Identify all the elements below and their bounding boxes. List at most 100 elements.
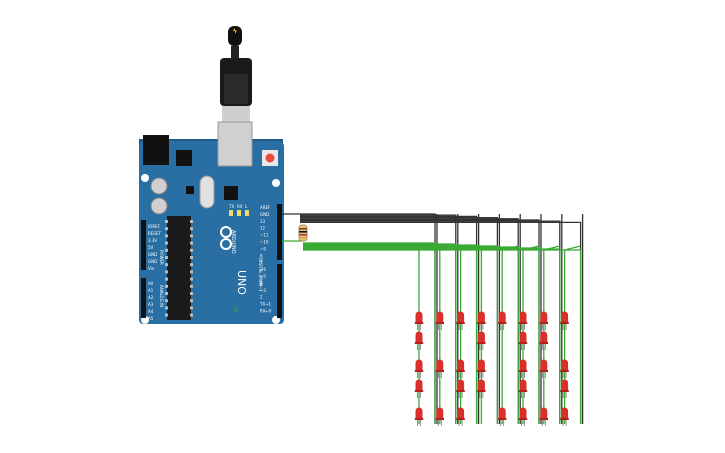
chip-pin xyxy=(190,306,193,310)
resistor[interactable] xyxy=(298,224,308,242)
chip-pin xyxy=(165,220,168,223)
led[interactable] xyxy=(456,359,465,379)
chip-pin xyxy=(190,263,193,267)
chip-pin xyxy=(165,299,168,303)
chip-pin xyxy=(190,270,193,274)
power-header-label: POWER xyxy=(159,250,164,265)
mount-hole xyxy=(141,174,149,182)
digital-pin-label: ~3 xyxy=(260,288,266,293)
digital-pin-label: 7 xyxy=(260,260,263,265)
digital-pin-label: TX→1 xyxy=(259,302,272,307)
led[interactable] xyxy=(498,407,507,427)
led[interactable] xyxy=(539,359,548,379)
signal-wire[interactable] xyxy=(303,247,540,424)
signal-wire[interactable] xyxy=(303,244,478,424)
signal-wire[interactable] xyxy=(563,245,581,424)
chip-pin xyxy=(165,241,168,245)
chip-pin xyxy=(165,284,168,288)
power-pin-label: Vin xyxy=(148,266,155,271)
signal-wire[interactable] xyxy=(303,249,582,424)
analog-pin-label: A3 xyxy=(148,302,154,307)
led[interactable] xyxy=(498,311,507,330)
led[interactable] xyxy=(414,379,424,399)
led[interactable] xyxy=(435,359,444,379)
signal-wire[interactable] xyxy=(303,245,499,424)
status-led-label: RX xyxy=(237,204,243,209)
chip-pin xyxy=(165,234,168,238)
led[interactable] xyxy=(560,359,569,379)
led[interactable] xyxy=(414,331,424,351)
power-pin-label: 5V xyxy=(148,245,154,250)
chip-pin xyxy=(190,234,193,238)
led[interactable] xyxy=(518,331,528,351)
analog-pin-label: A5 xyxy=(148,316,154,321)
analog-header-label: ANALOG IN xyxy=(159,285,164,307)
digital-header-low xyxy=(277,264,282,318)
chip-pin xyxy=(165,227,168,231)
power-header xyxy=(141,220,146,270)
digital-pin-label: ~10 xyxy=(260,240,269,245)
chip-pin xyxy=(190,220,193,223)
digital-pin-label: 13 xyxy=(260,219,266,224)
led[interactable] xyxy=(539,311,548,330)
chip-pin xyxy=(190,284,193,288)
led[interactable] xyxy=(518,379,528,399)
digital-pin-label: ~5 xyxy=(260,274,266,279)
led[interactable] xyxy=(539,331,548,351)
chip-pin xyxy=(165,277,168,281)
led[interactable] xyxy=(539,407,548,427)
led[interactable] xyxy=(435,407,444,427)
led[interactable] xyxy=(477,359,486,379)
signal-wire[interactable] xyxy=(439,245,456,424)
status-led-label: TX xyxy=(228,204,234,209)
led[interactable] xyxy=(435,311,444,330)
signal-wire[interactable] xyxy=(303,242,436,424)
chip-pin xyxy=(190,313,193,317)
led[interactable] xyxy=(456,407,465,427)
power-pin-label: GND xyxy=(148,259,157,264)
chip-pin xyxy=(165,256,168,259)
chip-pin xyxy=(165,292,168,295)
led[interactable] xyxy=(518,359,528,379)
signal-wire[interactable] xyxy=(303,248,561,424)
status-led xyxy=(245,210,249,216)
capacitor xyxy=(150,197,168,215)
signal-wire[interactable] xyxy=(303,243,457,424)
mount-hole xyxy=(272,179,280,187)
digital-pin-label: 2 xyxy=(260,295,263,300)
model-label: UNO xyxy=(235,270,248,295)
led[interactable] xyxy=(414,311,424,330)
power-pin-label: RESET xyxy=(148,231,161,236)
digital-pin-label: 4 xyxy=(260,281,263,286)
signal-wire[interactable] xyxy=(459,245,477,424)
chip-pin xyxy=(190,299,193,303)
led[interactable] xyxy=(560,311,569,330)
signal-wire[interactable] xyxy=(303,246,519,424)
led[interactable] xyxy=(477,379,486,399)
led[interactable] xyxy=(456,311,465,330)
chip-pin xyxy=(165,306,168,310)
chip-pin xyxy=(190,241,193,245)
digital-pin-label: 12 xyxy=(260,226,266,231)
led[interactable] xyxy=(414,407,424,427)
atmega-chip xyxy=(167,216,191,320)
digital-header-high xyxy=(277,204,282,260)
led[interactable] xyxy=(414,359,424,379)
led-matrix xyxy=(414,311,569,427)
usb-cable[interactable] xyxy=(220,26,252,122)
led[interactable] xyxy=(518,311,528,330)
chip-pin xyxy=(190,292,193,295)
signal-wire[interactable] xyxy=(501,245,519,424)
led[interactable] xyxy=(560,407,569,427)
analog-pin-label: A2 xyxy=(148,295,154,300)
led[interactable] xyxy=(456,379,465,399)
led[interactable] xyxy=(477,331,486,351)
usb-port xyxy=(217,121,253,167)
led[interactable] xyxy=(560,379,569,399)
arduino-uno-board[interactable]: ARDUINO UNO POWER ANALOG IN DIGITAL (PWM… xyxy=(139,121,284,324)
digital-pin-label: 8 xyxy=(260,253,263,258)
led[interactable] xyxy=(477,311,486,330)
led[interactable] xyxy=(518,407,528,427)
digital-pin-label: RX←0 xyxy=(260,309,272,314)
